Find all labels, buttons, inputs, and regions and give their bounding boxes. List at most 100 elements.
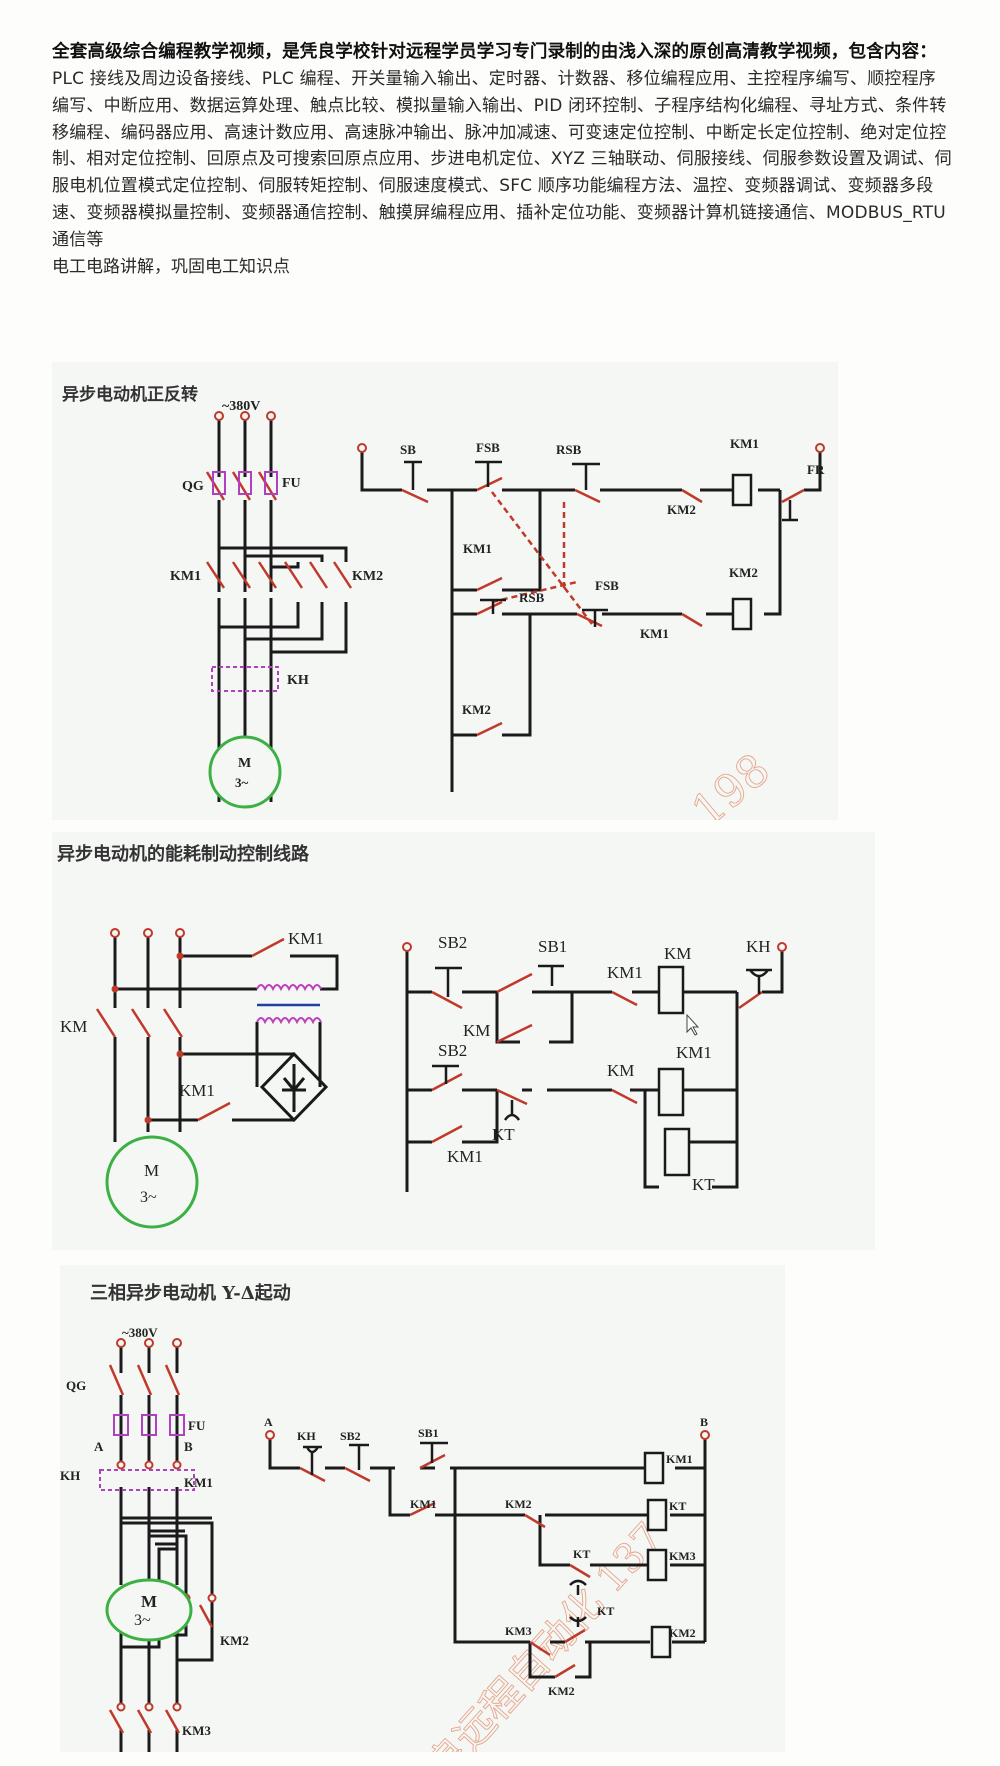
label-km2-hold: KM2 bbox=[462, 702, 491, 717]
diagram-title: 异步电动机的能耗制动控制线路 bbox=[57, 844, 309, 865]
fuse bbox=[113, 1414, 129, 1436]
label-km-nc: KM bbox=[607, 1061, 634, 1080]
label-km1: KM1 bbox=[170, 569, 201, 584]
label-km-hold: KM bbox=[463, 1021, 490, 1040]
label-sb2: SB2 bbox=[438, 933, 467, 952]
coil-km1 bbox=[657, 1067, 685, 1117]
label-km1-hold: KM1 bbox=[410, 1497, 437, 1511]
coil-km1 bbox=[643, 1451, 665, 1485]
coil-km bbox=[657, 965, 685, 1015]
watermark: 198 bbox=[683, 744, 780, 820]
label-km2-hold: KM2 bbox=[548, 1684, 575, 1698]
label-km1-coil: KM1 bbox=[676, 1043, 712, 1062]
coil-kt bbox=[663, 1127, 691, 1177]
label-sb: SB bbox=[400, 442, 416, 457]
label-km2: KM2 bbox=[220, 1633, 249, 1648]
label-km2-coil: KM2 bbox=[729, 565, 758, 580]
label-sb1: SB1 bbox=[538, 937, 567, 956]
label-km1-nc: KM1 bbox=[607, 963, 643, 982]
label-fr: FR bbox=[807, 462, 825, 477]
transformer-winding bbox=[256, 984, 322, 1025]
label-kh: KH bbox=[287, 673, 309, 688]
label-b-ctrl: B bbox=[700, 1415, 708, 1429]
diagram-forward-reverse: 异步电动机正反转 bbox=[52, 362, 838, 820]
label-km2-nc: KM2 bbox=[505, 1497, 532, 1511]
supply-label: ~380V bbox=[122, 1325, 158, 1340]
diagram-title: 三相异步电动机 Y-Δ起动 bbox=[90, 1283, 291, 1304]
intro-body: PLC 接线及周边设备接线、PLC 编程、开关量输入输出、定时器、计数器、移位编… bbox=[52, 69, 952, 250]
label-km1-hold: KM1 bbox=[447, 1147, 483, 1166]
label-qg: QG bbox=[182, 479, 204, 494]
motor-label: M bbox=[141, 1592, 157, 1611]
supply-label: ~380V bbox=[222, 399, 260, 414]
diagram-star-delta: 三相异步电动机 Y-Δ起动 凭良远程自动化 137 bbox=[60, 1265, 785, 1752]
coil-km1 bbox=[731, 473, 753, 507]
label-km2-nc: KM2 bbox=[667, 502, 696, 517]
label-qg: QG bbox=[66, 1378, 86, 1393]
label-km1: KM1 bbox=[184, 1475, 213, 1490]
label-kt-contact: KT bbox=[492, 1125, 515, 1144]
label-kh: KH bbox=[60, 1468, 80, 1483]
label-b: B bbox=[184, 1439, 193, 1454]
label-kt-nc: KT bbox=[573, 1547, 590, 1561]
coil-km3 bbox=[646, 1548, 668, 1582]
label-kh-ctrl: KH bbox=[297, 1429, 316, 1443]
label-km2-coil: KM2 bbox=[669, 1626, 696, 1640]
motor-label: M bbox=[144, 1161, 159, 1180]
label-km1-bridge: KM1 bbox=[179, 1081, 215, 1100]
label-fu: FU bbox=[188, 1418, 206, 1433]
label-km3-coil: KM3 bbox=[669, 1549, 696, 1563]
label-kt-no: KT bbox=[597, 1604, 614, 1618]
label-km2: KM2 bbox=[352, 569, 383, 584]
label-fsb-2: FSB bbox=[595, 578, 619, 593]
label-rsb: RSB bbox=[556, 442, 582, 457]
label-km1-hold: KM1 bbox=[463, 541, 492, 556]
thermal-relay-box bbox=[99, 1469, 195, 1491]
motor-symbol bbox=[208, 735, 282, 809]
label-a-ctrl: A bbox=[264, 1415, 273, 1429]
fuse bbox=[264, 471, 278, 495]
label-km1: KM1 bbox=[288, 929, 324, 948]
label-rsb-2: RSB bbox=[519, 590, 545, 605]
label-sb2: SB2 bbox=[340, 1429, 361, 1443]
motor-label: M bbox=[238, 756, 251, 771]
label-a: A bbox=[94, 1439, 104, 1454]
fuse bbox=[141, 1414, 157, 1436]
motor-sub-label: 3~ bbox=[140, 1189, 157, 1206]
label-km3-nc: KM3 bbox=[505, 1624, 532, 1638]
circuit-schematic: M 3~ KM KM1 KM1 SB2 SB1 KM1 KM KH KM SB2… bbox=[60, 928, 787, 1229]
thermal-relay-box bbox=[211, 666, 279, 692]
fuse bbox=[238, 471, 252, 495]
intro-note: 电工电路讲解，巩固电工知识点 bbox=[52, 256, 290, 277]
circuit-schematic: 凭良远程自动化 137 bbox=[60, 1325, 710, 1752]
coil-km2 bbox=[731, 597, 753, 631]
label-sb1: SB1 bbox=[418, 1426, 439, 1440]
mouse-cursor-icon bbox=[686, 1013, 700, 1036]
label-km1-coil: KM1 bbox=[666, 1452, 693, 1466]
intro-section: 全套高级综合编程教学视频，是凭良学校针对远程学员学习专门录制的由浅入深的原创高清… bbox=[52, 38, 952, 281]
diagram-title: 异步电动机正反转 bbox=[62, 385, 198, 405]
coil-km2 bbox=[650, 1625, 672, 1659]
coil-kt bbox=[646, 1498, 668, 1532]
label-km1-coil: KM1 bbox=[730, 436, 759, 451]
label-km3: KM3 bbox=[182, 1723, 211, 1738]
motor-sub-label: 3~ bbox=[235, 775, 249, 790]
diagram-dynamic-braking: 异步电动机的能耗制动控制线路 bbox=[52, 832, 875, 1250]
label-kh: KH bbox=[746, 937, 771, 956]
label-sb2-2: SB2 bbox=[438, 1041, 467, 1060]
label-fu: FU bbox=[282, 476, 301, 491]
label-km-coil: KM bbox=[664, 944, 691, 963]
motor-symbol bbox=[105, 1578, 193, 1642]
watermark: 凭良远程自动化 137 bbox=[391, 1514, 672, 1752]
fuse bbox=[169, 1414, 185, 1436]
motor-sub-label: 3~ bbox=[134, 1612, 151, 1629]
motor-symbol bbox=[105, 1135, 199, 1229]
label-km1-nc: KM1 bbox=[640, 626, 669, 641]
label-fsb: FSB bbox=[476, 440, 500, 455]
circuit-schematic: M 3~ ~380V QG FU KM1 KM2 KH SB FSB RSB K… bbox=[170, 399, 825, 820]
label-km: KM bbox=[60, 1017, 87, 1036]
intro-title: 全套高级综合编程教学视频，是凭良学校针对远程学员学习专门录制的由浅入深的原创高清… bbox=[52, 42, 937, 62]
label-kt-coil: KT bbox=[692, 1175, 715, 1194]
fuse bbox=[212, 471, 226, 495]
label-kt-coil: KT bbox=[669, 1499, 686, 1513]
